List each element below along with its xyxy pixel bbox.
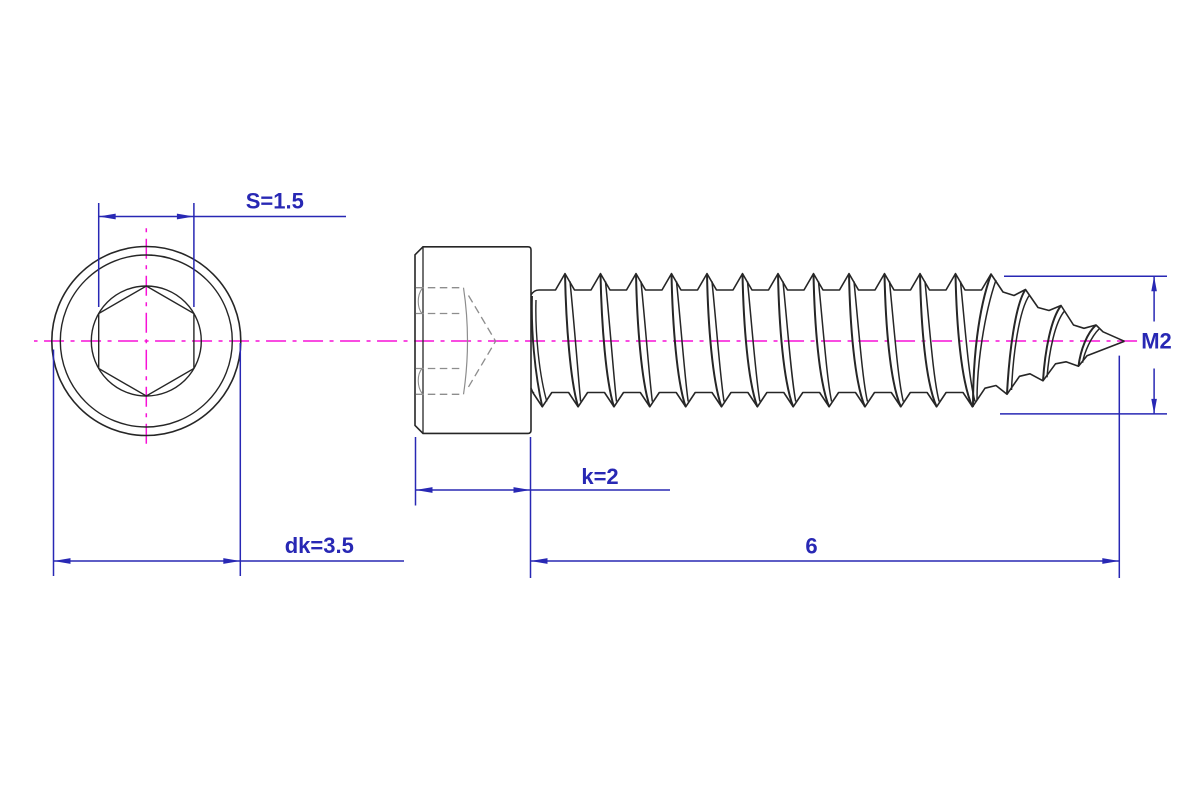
svg-text:k=2: k=2 — [581, 464, 618, 489]
svg-text:S=1.5: S=1.5 — [246, 189, 304, 214]
svg-text:6: 6 — [805, 533, 817, 558]
svg-text:M2: M2 — [1141, 329, 1172, 354]
svg-text:dk=3.5: dk=3.5 — [285, 533, 354, 558]
